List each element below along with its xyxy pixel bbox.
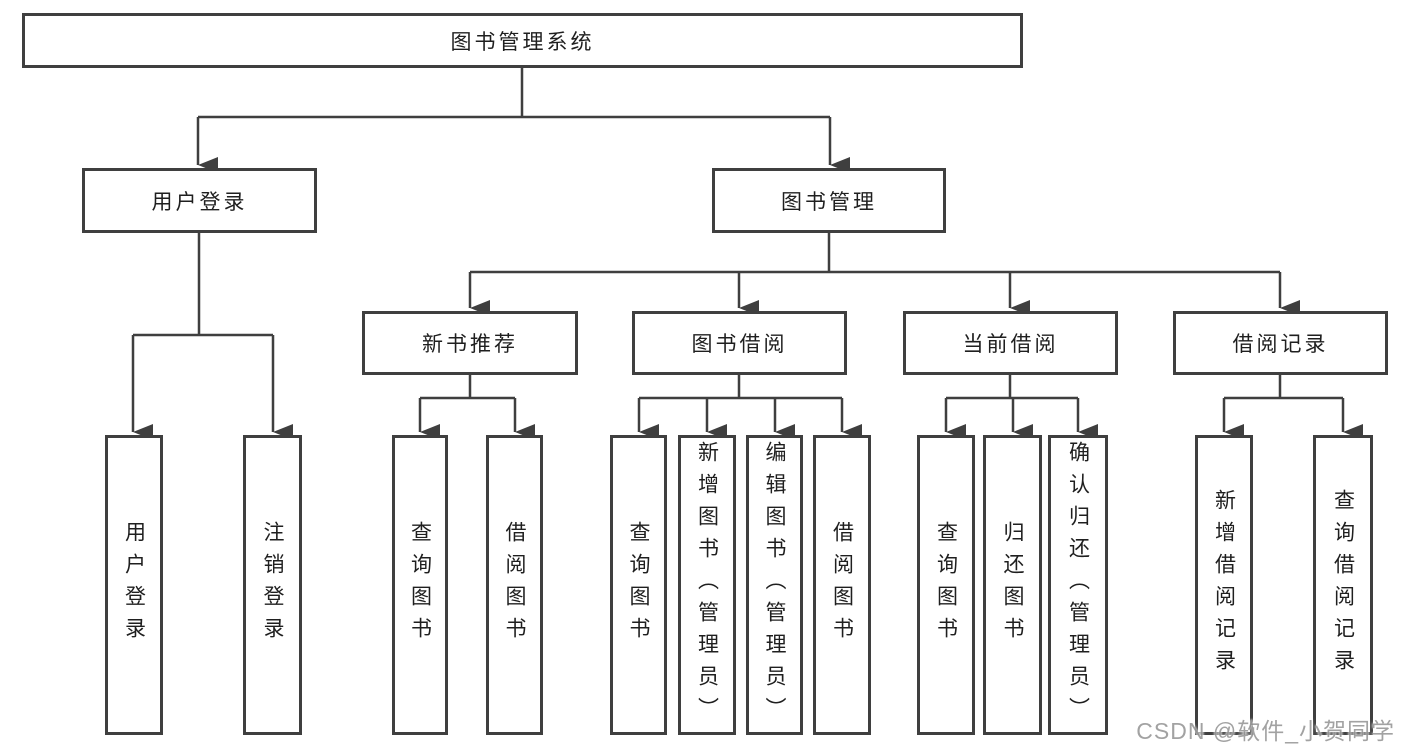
node-leaf-borrow-books-recommend: 借阅图书 xyxy=(486,435,543,735)
node-root: 图书管理系统 xyxy=(22,13,1023,68)
node-leaf-confirm-return-admin: 确认归还（管理员） xyxy=(1048,435,1108,735)
edges-current-borrowing xyxy=(944,375,1098,440)
node-current-borrowing: 当前借阅 xyxy=(903,311,1118,375)
node-leaf-return-books: 归还图书 xyxy=(983,435,1042,735)
node-leaf-add-books-admin: 新增图书（管理员） xyxy=(678,435,736,735)
node-leaf-query-books-current: 查询图书 xyxy=(917,435,975,735)
edges-root xyxy=(196,68,850,173)
csdn-watermark: CSDN @软件_小贺同学 xyxy=(1136,718,1395,744)
node-leaf-query-books-recommend: 查询图书 xyxy=(392,435,448,735)
edges-book-borrowing xyxy=(637,375,862,440)
edge-book-borrowing-trunk xyxy=(639,375,842,400)
node-leaf-logout: 注销登录 xyxy=(243,435,302,735)
edge-user-login-trunk xyxy=(133,233,273,337)
edges-book-management xyxy=(468,233,1300,316)
node-leaf-user-login: 用户登录 xyxy=(105,435,163,735)
node-new-book-recommend: 新书推荐 xyxy=(362,311,578,375)
node-book-management: 图书管理 xyxy=(712,168,946,233)
node-leaf-borrow-books-borrowing: 借阅图书 xyxy=(813,435,871,735)
node-leaf-query-borrow-record: 查询借阅记录 xyxy=(1313,435,1373,735)
node-borrowing-records: 借阅记录 xyxy=(1173,311,1388,375)
node-book-borrowing: 图书借阅 xyxy=(632,311,847,375)
edge-root-trunk xyxy=(198,68,830,119)
edges-borrowing-records xyxy=(1222,375,1363,440)
node-leaf-add-borrow-record: 新增借阅记录 xyxy=(1195,435,1253,735)
node-leaf-query-books-borrowing: 查询图书 xyxy=(610,435,667,735)
node-user-login: 用户登录 xyxy=(82,168,317,233)
edge-new-book-recommend-trunk xyxy=(420,375,515,400)
edge-borrowing-records-trunk xyxy=(1224,375,1343,400)
node-leaf-edit-books-admin: 编辑图书（管理员） xyxy=(746,435,803,735)
edges-user-login xyxy=(131,233,293,440)
edge-current-borrowing-trunk xyxy=(946,375,1078,400)
edges-new-book-recommend xyxy=(418,375,535,440)
edge-book-management-trunk xyxy=(470,233,1280,274)
